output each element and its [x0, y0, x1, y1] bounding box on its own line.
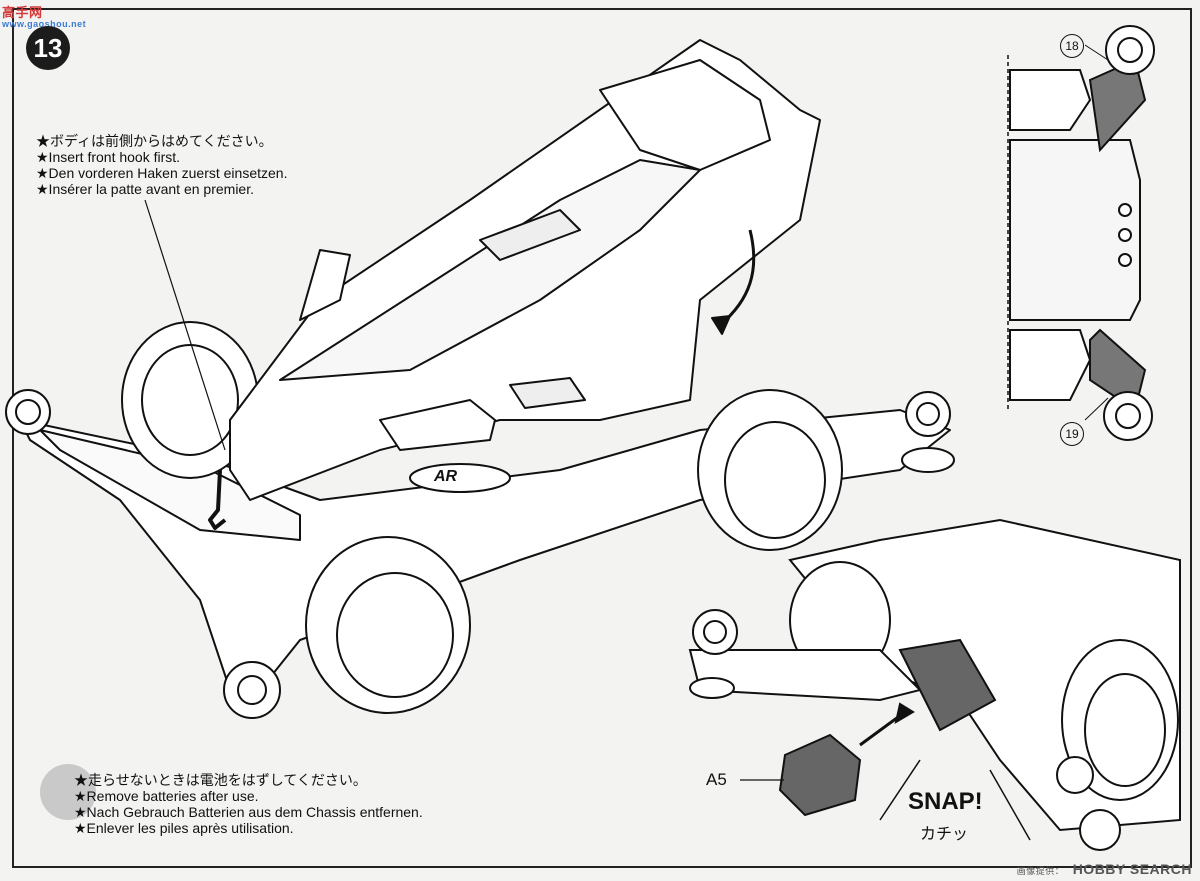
- watermark-top: 高手网 www.gaoshou.net: [2, 2, 86, 29]
- wheels-drawing: [121, 321, 843, 714]
- snap-label: SNAP!: [908, 788, 983, 815]
- watermark-top-text: 高手网: [2, 5, 43, 20]
- callout-18: 18: [1060, 34, 1084, 58]
- step-number-badge: 13: [26, 26, 70, 70]
- watermark-top-url: www.gaoshou.net: [2, 19, 87, 29]
- battery-note-line-de: ★Nach Gebrauch Batterien aus dem Chassis…: [74, 804, 423, 820]
- battery-warning-marker: [40, 764, 96, 820]
- body-logo-text: AR: [434, 468, 458, 485]
- front-hook-note-line-en: ★Insert front hook first.: [36, 149, 181, 165]
- watermark-bottom-small: 画像提供：: [1016, 866, 1065, 876]
- page-frame: [12, 8, 1192, 868]
- front-hook-note-line-ja: ★ボディは前側からはめてください。: [36, 133, 273, 149]
- front-hook-note-line-fr: ★Insérer la patte avant en premier.: [36, 181, 254, 197]
- battery-note-line-fr: ★Enlever les piles après utilisation.: [74, 820, 294, 836]
- snap-label-jp: カチッ: [920, 826, 969, 843]
- body-shell-drawing: [229, 39, 821, 501]
- battery-note: ★走らせないときは電池をはずしてください。 ★Remove batteries …: [74, 772, 423, 836]
- rear-assembly-drawing: [688, 518, 1181, 851]
- watermark-bottom-brand: HOBBY SEARCH: [1072, 861, 1192, 877]
- callout-19: 19: [1060, 422, 1084, 446]
- part-label-a5: A5: [706, 770, 727, 789]
- front-hook-note: ★ボディは前側からはめてください。 ★Insert front hook fir…: [36, 133, 287, 197]
- battery-note-line-en: ★Remove batteries after use.: [74, 788, 259, 804]
- bumper-inset-drawing: [1007, 25, 1155, 441]
- battery-note-line-ja: ★走らせないときは電池をはずしてください。: [74, 772, 367, 788]
- watermark-bottom: 画像提供： HOBBY SEARCH: [1017, 861, 1192, 877]
- front-hook-note-line-de: ★Den vorderen Haken zuerst einsetzen.: [36, 165, 288, 181]
